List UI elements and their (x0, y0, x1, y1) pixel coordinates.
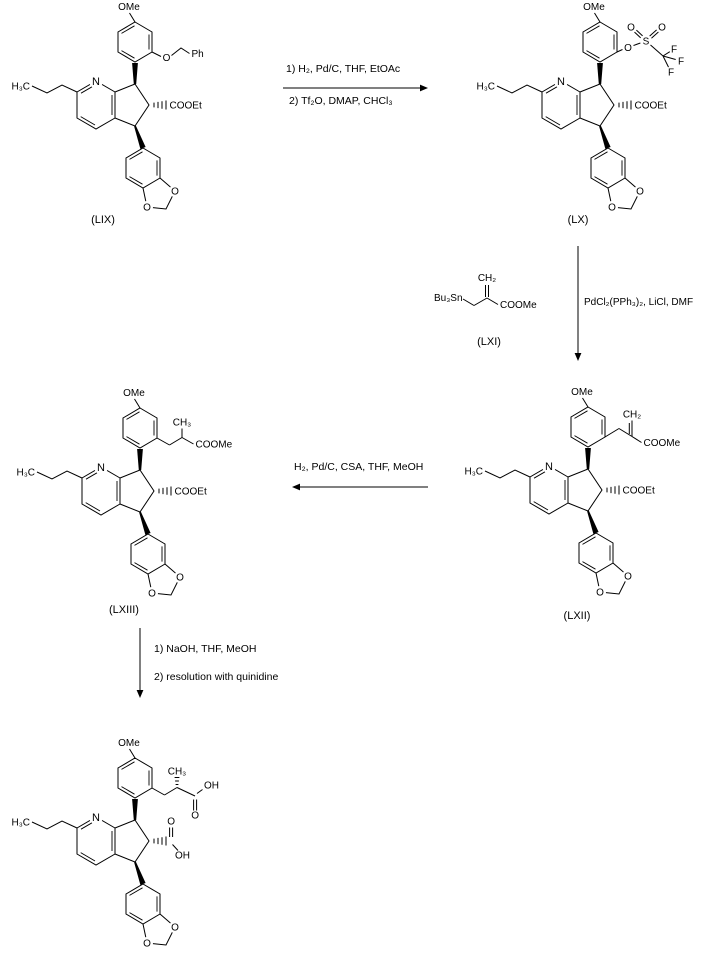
structure-label-lix: (LIX) (91, 214, 115, 226)
atom-label-ch3: CH₃ (168, 767, 187, 778)
atom-label-ome: OMe (571, 387, 593, 398)
structure-final-product: H₃C N OMe CH₃ OH O O OH O O (11, 738, 219, 950)
structure-label-lx: (LX) (567, 214, 589, 226)
structure-lxi: Bu₃Sn CH₂ COOMe (434, 273, 537, 311)
atom-label-o: O (176, 573, 184, 584)
atom-label-o: O (191, 811, 199, 822)
atom-label-n: N (545, 461, 553, 473)
atom-label-o: O (171, 187, 179, 198)
conditions-step2: PdCl₂(PPh₃)₂, LiCl, DMF (584, 297, 694, 308)
atom-label-cooet: COOEt (623, 486, 655, 497)
structure-lxii: H₃C N OMe CH₂ COOMe COOEt O O (464, 387, 681, 599)
atom-label-o: O (143, 939, 151, 950)
atom-label-f: F (678, 57, 684, 68)
structure-lx: H₃C N OMe O S O O F F F COOEt O O (476, 2, 684, 214)
conditions-step4-line2: 2) resolution with quinidine (154, 671, 279, 683)
atom-label-o: O (167, 817, 175, 828)
atom-label-bu3sn: Bu₃Sn (434, 293, 463, 304)
atom-label-o: O (624, 43, 632, 54)
atom-label-o: O (163, 53, 171, 64)
atom-label-ome: OMe (118, 2, 140, 13)
atom-label-h3c: H₃C (464, 467, 483, 478)
arrow-step4 (136, 628, 144, 698)
atom-label-o: O (148, 589, 156, 600)
structure-lix: H₃C N OMe O Ph COOEt O O (11, 2, 204, 214)
core-acid-bonds (169, 827, 179, 851)
atom-label-coome: COOMe (644, 438, 681, 449)
conditions-step1-line1: 1) H₂, Pd/C, THF, EtOAc (286, 63, 401, 75)
atom-label-o: O (624, 572, 632, 583)
atom-label-h3c: H₃C (16, 468, 35, 479)
arrow-step3 (292, 483, 428, 491)
atom-label-coome: COOMe (196, 440, 233, 451)
atom-label-n: N (92, 812, 100, 824)
structure-label-lxii: (LXII) (563, 610, 591, 622)
atom-label-cooet: COOEt (175, 487, 207, 498)
stannane-bonds (462, 285, 499, 306)
propanoate-bonds (156, 428, 194, 446)
atom-label-o: O (143, 203, 151, 214)
atom-label-o: O (658, 23, 666, 34)
structure-lxiii: H₃C N OMe CH₃ COOMe COOEt O O (16, 388, 233, 600)
atom-label-cooet: COOEt (635, 101, 667, 112)
atom-label-o: O (636, 187, 644, 198)
arrow-step1 (283, 84, 428, 92)
atom-label-f: F (668, 68, 674, 79)
atom-label-ome: OMe (123, 388, 145, 399)
atom-label-f: F (671, 45, 677, 56)
benzyl-ether-bonds (151, 47, 190, 57)
atom-label-ch3: CH₃ (173, 418, 192, 429)
atom-label-n: N (92, 76, 100, 88)
atom-label-ph: Ph (192, 49, 204, 60)
atom-label-h3c: H₃C (11, 818, 30, 829)
acid-side-chain-bonds (151, 777, 203, 811)
atom-label-n: N (557, 76, 565, 88)
atom-label-cooet: COOEt (170, 101, 202, 112)
triflate-bonds (616, 29, 676, 68)
atom-label-ome: OMe (583, 2, 605, 13)
atom-label-o: O (627, 23, 635, 34)
atom-label-ome: OMe (118, 738, 140, 749)
methacrylate-bonds (604, 420, 642, 443)
structure-label-lxi: (LXI) (477, 336, 501, 348)
atom-label-s: S (643, 37, 650, 48)
conditions-step3: H₂, Pd/C, CSA, THF, MeOH (294, 461, 424, 473)
atom-label-ch2: CH₂ (623, 410, 641, 421)
atom-label-oh: OH (175, 851, 190, 862)
conditions-step4-line1: 1) NaOH, THF, MeOH (154, 643, 257, 655)
structure-label-lxiii: (LXIII) (109, 604, 139, 616)
atom-label-n: N (97, 462, 105, 474)
atom-label-h3c: H₃C (11, 82, 30, 93)
atom-label-oh: OH (204, 781, 219, 792)
atom-label-o: O (596, 588, 604, 599)
conditions-step1-line2: 2) Tf₂O, DMAP, CHCl₃ (289, 95, 393, 107)
atom-label-ch2: CH₂ (478, 273, 496, 284)
atom-label-coome: COOMe (500, 300, 537, 311)
atom-label-o: O (171, 923, 179, 934)
atom-label-h3c: H₃C (476, 82, 495, 93)
atom-label-o: O (608, 203, 616, 214)
arrow-step2 (574, 246, 582, 361)
